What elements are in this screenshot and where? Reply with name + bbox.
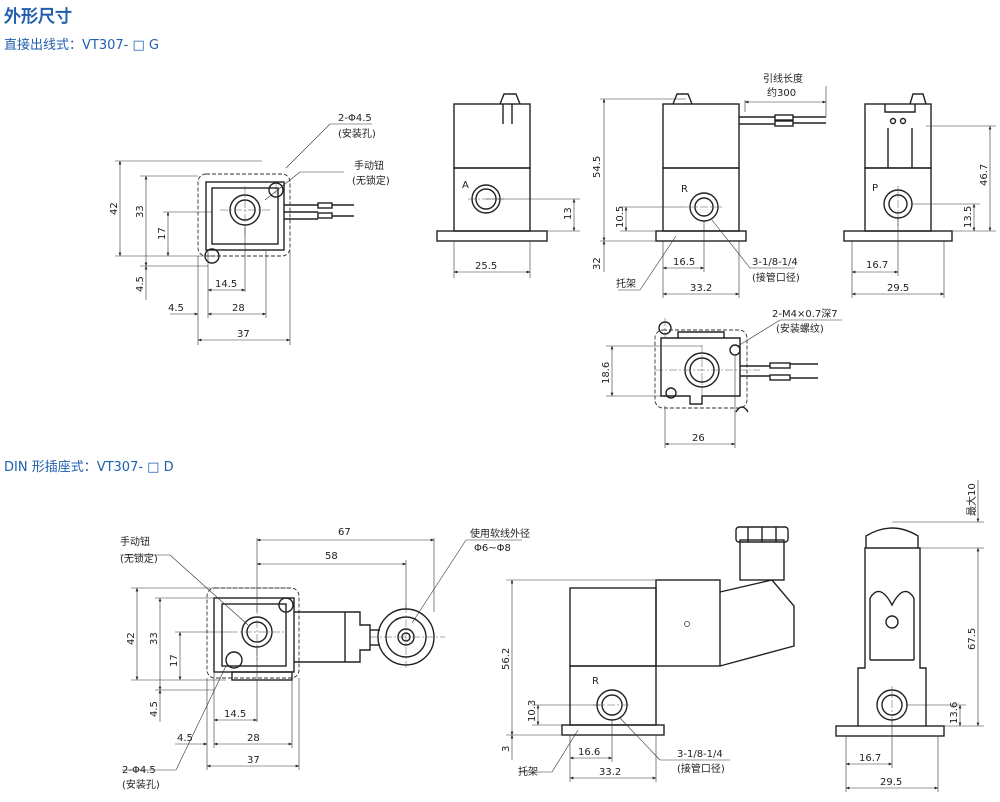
s1-front-r-thread-note: (接管口径) xyxy=(752,271,800,284)
s2-side-dim29-5: 29.5 xyxy=(880,777,902,788)
s2-side-dim16-7: 16.7 xyxy=(859,753,881,764)
s1-front-a-dim25-5: 25.5 xyxy=(475,261,497,272)
s2-front-r-dim3: 3 xyxy=(501,746,512,752)
s1-top-view: 2-Φ4.5 (安装孔) 手动钮 (无锁定) 42 33 17 4.5 14.5… xyxy=(109,113,390,345)
s1-top-hole-note: (安装孔) xyxy=(338,127,376,140)
s1-front-a-dim13: 13 xyxy=(563,207,574,220)
s1-front-a-view: A 13 25.5 xyxy=(436,93,580,278)
s2-side-dim67-5: 67.5 xyxy=(967,628,978,650)
s2-front-r-dim33-2: 33.2 xyxy=(599,767,621,778)
s1-front-r-dim10-5: 10.5 xyxy=(615,206,626,228)
s1-side-p-dim13-5: 13.5 xyxy=(963,206,974,228)
s2-front-r-dim56-2: 56.2 xyxy=(501,648,512,670)
s2-front-r-thread: 3-1/8-1/4 xyxy=(677,749,723,760)
s1-side-p-port: P xyxy=(872,183,878,194)
s2-top-dim33: 33 xyxy=(149,632,160,645)
dim-4-5-v: 4.5 xyxy=(135,276,146,292)
s1-bottom-view: 2-M4×0.7深7 (安装螺纹) 18.6 26 xyxy=(601,308,842,448)
s1-front-r-port: R xyxy=(681,184,688,195)
s1-front-r-dim32: 32 xyxy=(592,257,603,270)
dim-17: 17 xyxy=(157,227,168,240)
s1-front-r-view: R 引线长度 约300 54.5 10.5 32 16.5 33.2 3-1/8… xyxy=(592,72,827,298)
s1-front-r-bracket: 托架 xyxy=(616,277,636,290)
s1-bottom-thread-note: (安装螺纹) xyxy=(776,322,824,335)
s2-top-dim37: 37 xyxy=(247,755,260,766)
dim-33: 33 xyxy=(135,205,146,218)
s2-side-dim-max10: 最大10 xyxy=(965,483,978,516)
s2-top-button-label: 手动钮 xyxy=(120,535,150,548)
dim-14-5: 14.5 xyxy=(215,279,237,290)
s1-top-hole-label: 2-Φ4.5 xyxy=(338,113,372,124)
s1-side-p-dim16-7: 16.7 xyxy=(866,260,888,271)
s2-top-dim14-5: 14.5 xyxy=(224,709,246,720)
s1-front-r-thread: 3-1/8-1/4 xyxy=(752,257,798,268)
dim-28: 28 xyxy=(232,303,245,314)
s2-side-dim13-6: 13.6 xyxy=(949,702,960,724)
s2-front-r-thread-note: (接管口径) xyxy=(677,762,725,775)
s2-top-dim28: 28 xyxy=(247,733,260,744)
s2-front-r-view: R 56.2 10.3 3 16.6 33.2 3-1/8-1/4 (接管口径)… xyxy=(501,526,795,782)
s1-bottom-dim18-6: 18.6 xyxy=(601,362,612,384)
s1-front-r-lead-label: 引线长度 xyxy=(763,72,803,85)
s1-front-r-dim16-5: 16.5 xyxy=(673,257,695,268)
s1-bottom-thread-label: 2-M4×0.7深7 xyxy=(772,308,838,320)
s2-front-r-port: R xyxy=(592,676,599,687)
s2-top-hole-note: (安装孔) xyxy=(122,778,160,791)
s2-side-view: 最大10 67.5 13.6 16.7 29.5 xyxy=(835,480,984,792)
s2-top-dim42: 42 xyxy=(126,632,137,645)
s1-side-p-dim29-5: 29.5 xyxy=(887,283,909,294)
s2-front-r-bracket: 托架 xyxy=(518,765,538,778)
s1-top-button-label: 手动钮 xyxy=(354,159,384,172)
s2-top-view: 使用软线外径 Φ6~Φ8 手动钮 (无锁定) 2-Φ4.5 (安装孔) 67 5… xyxy=(120,527,530,791)
s2-front-r-dim10-3: 10.3 xyxy=(527,700,538,722)
page-title: 外形尺寸 xyxy=(4,7,72,27)
s2-top-cable-value: Φ6~Φ8 xyxy=(474,543,511,554)
s1-bottom-dim26: 26 xyxy=(692,433,705,444)
dim-42: 42 xyxy=(109,202,120,215)
s1-front-r-dim54-5: 54.5 xyxy=(592,156,603,178)
s2-front-r-dim16-6: 16.6 xyxy=(578,747,600,758)
section-title-din-connector: DIN 形插座式：VT307- □ D xyxy=(4,460,174,475)
s2-top-cable-label: 使用软线外径 xyxy=(470,527,530,540)
s1-side-p-dim46-7: 46.7 xyxy=(979,164,990,186)
s2-top-dim4-5-h: 4.5 xyxy=(177,733,193,744)
s2-top-button-note: (无锁定) xyxy=(120,552,158,565)
s2-top-dim67: 67 xyxy=(338,527,351,538)
s1-front-r-lead-value: 约300 xyxy=(767,86,796,99)
s1-side-p-view: P 46.7 13.5 16.7 29.5 xyxy=(843,93,996,298)
s1-front-a-port: A xyxy=(462,180,469,191)
s1-front-r-dim33-2: 33.2 xyxy=(690,283,712,294)
dim-37: 37 xyxy=(237,329,250,340)
s2-top-dim58: 58 xyxy=(325,551,338,562)
s2-top-hole-label: 2-Φ4.5 xyxy=(122,765,156,776)
s2-top-dim17: 17 xyxy=(169,654,180,667)
section-title-direct-wire: 直接出线式：VT307- □ G xyxy=(4,38,159,53)
s1-top-button-note: (无锁定) xyxy=(352,174,390,187)
dim-4-5-h: 4.5 xyxy=(168,303,184,314)
s2-top-dim4-5-v: 4.5 xyxy=(149,701,160,717)
